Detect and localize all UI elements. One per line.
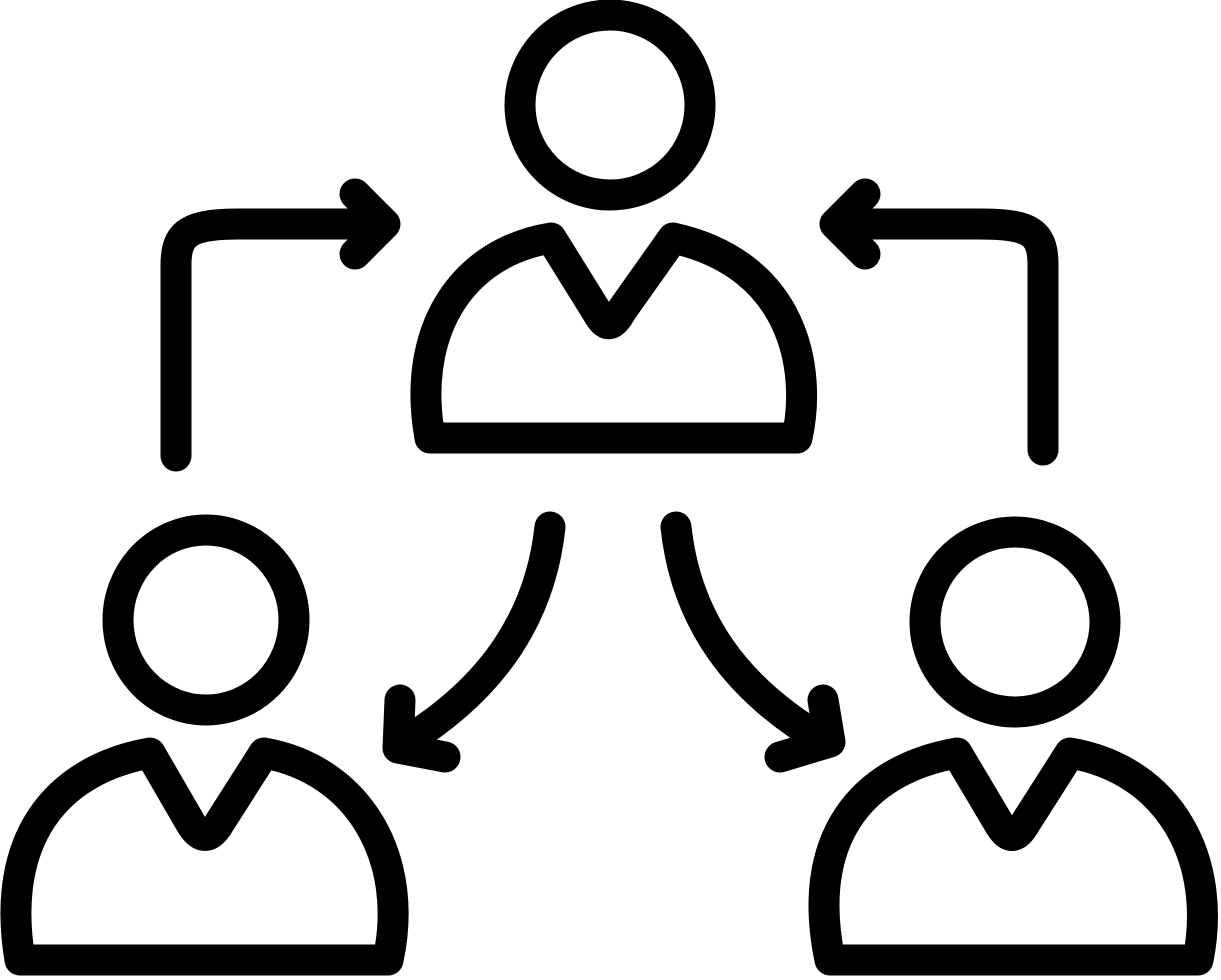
top-person-icon: [410, 0, 817, 454]
arrow-curve-down-right-head: [764, 684, 846, 773]
bottom-left-person-body: [0, 737, 409, 976]
top-person-head: [504, 0, 716, 211]
arrow-up-left-icon: [819, 178, 1059, 466]
bottom-left-person-icon: [0, 514, 409, 976]
bottom-right-person-icon: [808, 516, 1218, 976]
arrow-up-left-head: [819, 178, 881, 270]
arrow-up-right-head: [339, 178, 401, 270]
arrow-curve-down-right-shaft: [660, 511, 842, 758]
bottom-left-person-head: [102, 514, 310, 726]
arrow-curve-down-left-head: [382, 684, 461, 773]
arrow-up-right-icon: [160, 178, 401, 472]
arrow-up-right-shaft: [160, 208, 391, 472]
arrow-curve-down-left-shaft: [389, 511, 566, 758]
arrow-curve-down-right-icon: [660, 511, 846, 773]
arrow-curve-down-left-icon: [382, 511, 566, 773]
bottom-right-person-body: [808, 737, 1218, 976]
arrow-up-left-shaft: [829, 208, 1059, 466]
top-person-body: [410, 222, 817, 454]
bottom-right-person-head: [909, 516, 1121, 728]
